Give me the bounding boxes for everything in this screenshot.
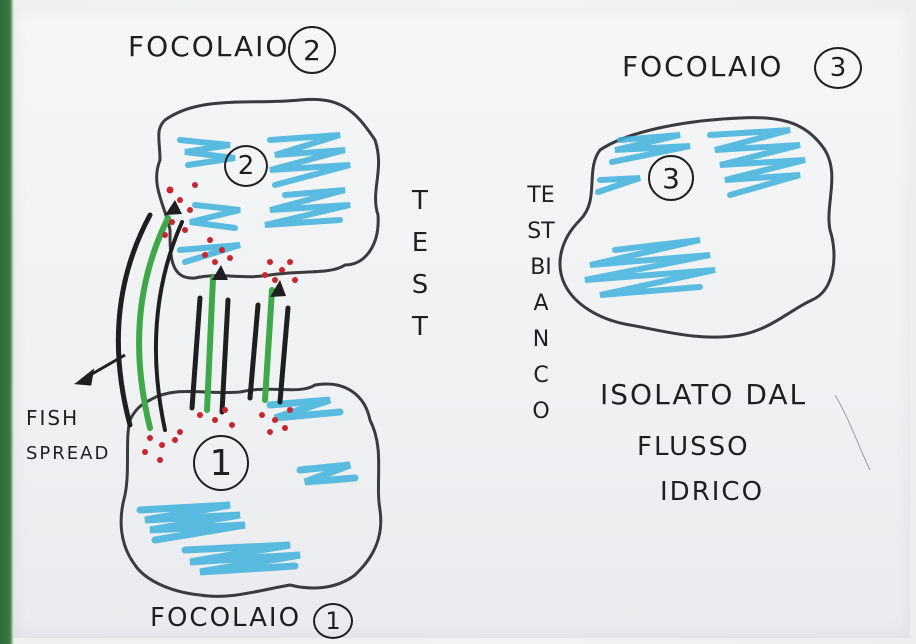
pool-3-number: 3	[662, 162, 680, 195]
fish-spread-label: FISH SPREAD	[26, 400, 110, 472]
corridor-left	[118, 215, 182, 430]
isolato-line3: IDRICO	[660, 477, 764, 507]
pencil-line	[835, 395, 870, 470]
fish-spread-line1: FISH	[26, 400, 110, 436]
pool-2-number: 2	[238, 151, 255, 181]
pool-2-number-circle: 2	[224, 145, 268, 187]
focolaio-2-number-circle: 2	[288, 26, 336, 74]
corridor-right	[250, 290, 288, 402]
test-bianco-vertical: TESTBIANCO	[526, 178, 556, 430]
focolaio-3-label: FOCOLAIO	[622, 50, 783, 83]
focolaio-1-title: FOCOLAIO	[150, 603, 301, 633]
focolaio-1-number: 1	[325, 607, 340, 635]
isolato-line2: FLUSSO	[637, 432, 750, 462]
water-scribbles-pool-2	[180, 135, 350, 262]
fish-spread-line2: SPREAD	[26, 436, 110, 472]
pool-3-outline	[560, 118, 834, 338]
pool-3-number-circle: 3	[648, 155, 694, 201]
water-scribbles-pool-1	[140, 400, 355, 572]
focolaio-1-label: FOCOLAIO	[150, 603, 301, 633]
focolaio-3-number-circle: 3	[814, 47, 862, 89]
isolato-line1: ISOLATO DAL	[600, 378, 807, 411]
test-vertical: TEST	[405, 180, 435, 348]
focolaio-3-title: FOCOLAIO	[622, 50, 783, 83]
focolaio-3-number: 3	[830, 53, 847, 83]
water-scribbles-pool-3	[585, 130, 805, 295]
focolaio-2-title: FOCOLAIO	[128, 30, 289, 63]
pool-1-number: 1	[210, 443, 233, 484]
focolaio-1-number-circle: 1	[313, 603, 353, 639]
pool-1-number-circle: 1	[193, 435, 249, 491]
focolaio-2-number: 2	[303, 34, 321, 67]
focolaio-2-label: FOCOLAIO	[128, 30, 289, 63]
